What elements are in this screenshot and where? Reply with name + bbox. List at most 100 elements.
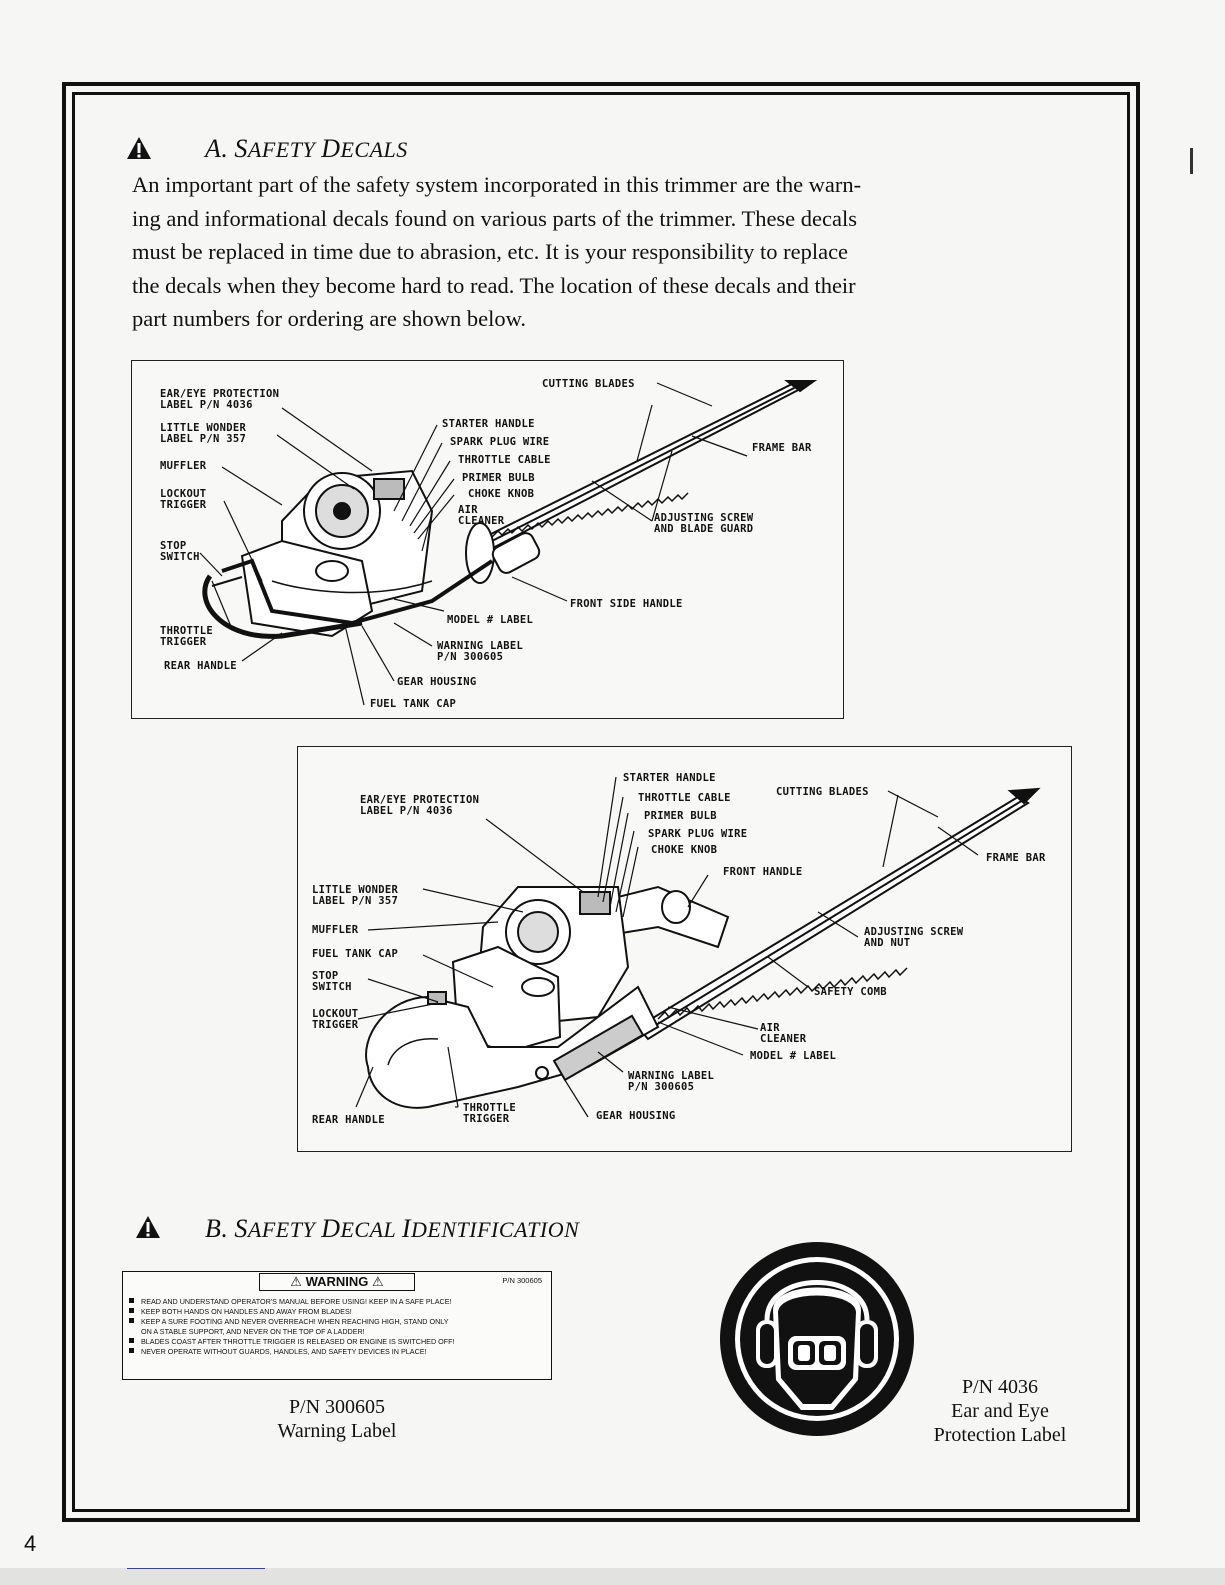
warning-label-caption: P/N 300605 Warning Label (232, 1395, 442, 1443)
callout-throttle-trigger: THROTTLE TRIGGER (463, 1102, 516, 1125)
callout-ear-eye-protection: EAR/EYE PROTECTION LABEL P/N 4036 (160, 388, 280, 411)
callout-gear-housing: GEAR HOUSING (397, 676, 477, 688)
callout-throttle-cable: THROTTLE CABLE (638, 792, 731, 804)
bullet-square-icon (129, 1318, 134, 1323)
caption-pn: P/N 4036 (961, 1376, 1039, 1398)
callout-adjusting-screw: ADJUSTING SCREW AND NUT (864, 926, 964, 949)
warning-triangle-icon (127, 137, 151, 159)
title-rest: AFETY (247, 1217, 316, 1242)
callout-frame-bar: FRAME BAR (986, 852, 1046, 864)
section-b-letter: B. (205, 1214, 229, 1243)
callout-frame-bar: FRAME BAR (752, 442, 812, 454)
warning-item: KEEP BOTH HANDS ON HANDLES AND AWAY FROM… (129, 1307, 455, 1317)
trimmer-diagram-front-handle: EAR/EYE PROTECTION LABEL P/N 4036 STARTE… (297, 746, 1072, 1152)
callout-stop-switch: STOP SWITCH (160, 540, 200, 563)
caption-name: Warning Label (277, 1420, 397, 1442)
callout-lockout-trigger: LOCKOUT TRIGGER (160, 488, 207, 511)
warning-item: NEVER OPERATE WITHOUT GUARDS, HANDLES, A… (129, 1347, 455, 1357)
callout-spark-plug-wire: SPARK PLUG WIRE (450, 436, 550, 448)
warning-item: READ AND UNDERSTAND OPERATOR'S MANUAL BE… (129, 1297, 455, 1307)
callout-model-label: MODEL # LABEL (750, 1050, 837, 1062)
callout-little-wonder-label: LITTLE WONDER LABEL P/N 357 (312, 884, 399, 907)
page-border-inner (72, 92, 1130, 1512)
ear-eye-protection-icon (720, 1242, 914, 1436)
callout-rear-handle: REAR HANDLE (164, 660, 237, 672)
page-border-outer (62, 82, 1140, 1522)
title-cap: S (234, 134, 248, 163)
scan-edge-mark (1190, 148, 1193, 174)
title-rest: ECAL (340, 1217, 396, 1242)
trimmer-drawing-2 (355, 776, 1041, 1118)
warning-triangle-icon: ⚠ (372, 1274, 384, 1289)
caption-pn: P/N 300605 (288, 1396, 386, 1418)
intro-paragraph: An important part of the safety system i… (132, 168, 1062, 336)
callout-little-wonder-label: LITTLE WONDER LABEL P/N 357 (160, 422, 247, 445)
bottom-link-underline (127, 1568, 265, 1569)
warning-item-text: READ AND UNDERSTAND OPERATOR'S MANUAL BE… (141, 1297, 452, 1306)
callout-fuel-tank-cap: FUEL TANK CAP (370, 698, 457, 710)
callout-gear-housing: GEAR HOUSING (596, 1110, 676, 1122)
warning-item-text: KEEP A SURE FOOTING AND NEVER OVERREACH!… (141, 1317, 449, 1326)
title-rest: AFETY (247, 137, 316, 162)
callout-warning-label: WARNING LABEL P/N 300605 (437, 640, 524, 663)
callout-safety-comb: SAFETY COMB (814, 986, 887, 998)
callout-front-handle: FRONT HANDLE (723, 866, 803, 878)
ear-eye-label-caption: P/N 4036 Ear and Eye Protection Label (910, 1375, 1090, 1447)
trimmer-diagram-side-handle: EAR/EYE PROTECTION LABEL P/N 4036 LITTLE… (131, 360, 844, 719)
section-a-title: A. SAFETY DECALS (205, 134, 408, 164)
warning-item-text: KEEP BOTH HANDS ON HANDLES AND AWAY FROM… (141, 1307, 352, 1316)
section-b-title: B. SAFETY DECAL IDENTIFICATION (205, 1214, 579, 1244)
callout-starter-handle: STARTER HANDLE (442, 418, 535, 430)
callout-warning-label: WARNING LABEL P/N 300605 (628, 1070, 715, 1093)
bullet-square-icon (129, 1338, 134, 1343)
intro-line: An important part of the safety system i… (132, 172, 862, 197)
warning-label-list: READ AND UNDERSTAND OPERATOR'S MANUAL BE… (129, 1297, 455, 1357)
callout-spark-plug-wire: SPARK PLUG WIRE (648, 828, 748, 840)
bullet-square-icon (129, 1308, 134, 1313)
warning-label-decal: ⚠ WARNING ⚠ P/N 300605 READ AND UNDERSTA… (122, 1271, 552, 1380)
warning-triangle-icon (136, 1216, 160, 1238)
intro-line: part numbers for ordering are shown belo… (132, 306, 527, 331)
callout-front-side-handle: FRONT SIDE HANDLE (570, 598, 683, 610)
title-rest: DENTIFICATION (411, 1217, 580, 1242)
title-cap: S (234, 1214, 248, 1243)
callout-rear-handle: REAR HANDLE (312, 1114, 385, 1126)
callout-primer-bulb: PRIMER BULB (644, 810, 717, 822)
warning-item: BLADES COAST AFTER THROTTLE TRIGGER IS R… (129, 1337, 455, 1347)
warning-label-heading: ⚠ WARNING ⚠ (259, 1273, 415, 1291)
warning-label-pn: P/N 300605 (502, 1276, 542, 1285)
bottom-strip (0, 1568, 1225, 1585)
callout-cutting-blades: CUTTING BLADES (776, 786, 869, 798)
callout-fuel-tank-cap: FUEL TANK CAP (312, 948, 399, 960)
callout-air-cleaner: AIR CLEANER (458, 504, 505, 527)
callout-throttle-trigger: THROTTLE TRIGGER (160, 625, 213, 648)
callout-cutting-blades: CUTTING BLADES (542, 378, 635, 390)
title-cap: I (401, 1214, 412, 1243)
callout-muffler: MUFFLER (160, 460, 207, 472)
callout-ear-eye-protection: EAR/EYE PROTECTION LABEL P/N 4036 (360, 794, 480, 817)
warning-heading-text: WARNING (305, 1274, 369, 1289)
caption-name: Ear and Eye (951, 1400, 1049, 1422)
section-a-letter: A. (205, 134, 229, 163)
trimmer-drawing-1 (199, 380, 818, 706)
callout-choke-knob: CHOKE KNOB (468, 488, 535, 500)
callout-choke-knob: CHOKE KNOB (651, 844, 718, 856)
intro-line: the decals when they become hard to read… (132, 272, 856, 298)
callout-lockout-trigger: LOCKOUT TRIGGER (312, 1008, 359, 1031)
callout-adjusting-screw: ADJUSTING SCREW AND BLADE GUARD (654, 512, 754, 535)
callout-muffler: MUFFLER (312, 924, 359, 936)
title-cap: D (321, 1214, 341, 1243)
caption-name: Protection Label (933, 1424, 1067, 1446)
callout-starter-handle: STARTER HANDLE (623, 772, 716, 784)
warning-item-text: BLADES COAST AFTER THROTTLE TRIGGER IS R… (141, 1337, 455, 1346)
callout-throttle-cable: THROTTLE CABLE (458, 454, 551, 466)
callout-model-label: MODEL # LABEL (447, 614, 534, 626)
callout-stop-switch: STOP SWITCH (312, 970, 352, 993)
warning-triangle-icon: ⚠ (290, 1274, 302, 1289)
bullet-square-icon (129, 1348, 134, 1353)
intro-line: must be replaced in time due to abrasion… (132, 239, 849, 264)
bullet-square-icon (129, 1298, 134, 1303)
intro-line: ing and informational decals found on va… (132, 205, 858, 231)
warning-item: ON A STABLE SUPPORT, AND NEVER ON THE TO… (129, 1327, 455, 1337)
page-number: 4 (24, 1531, 37, 1556)
